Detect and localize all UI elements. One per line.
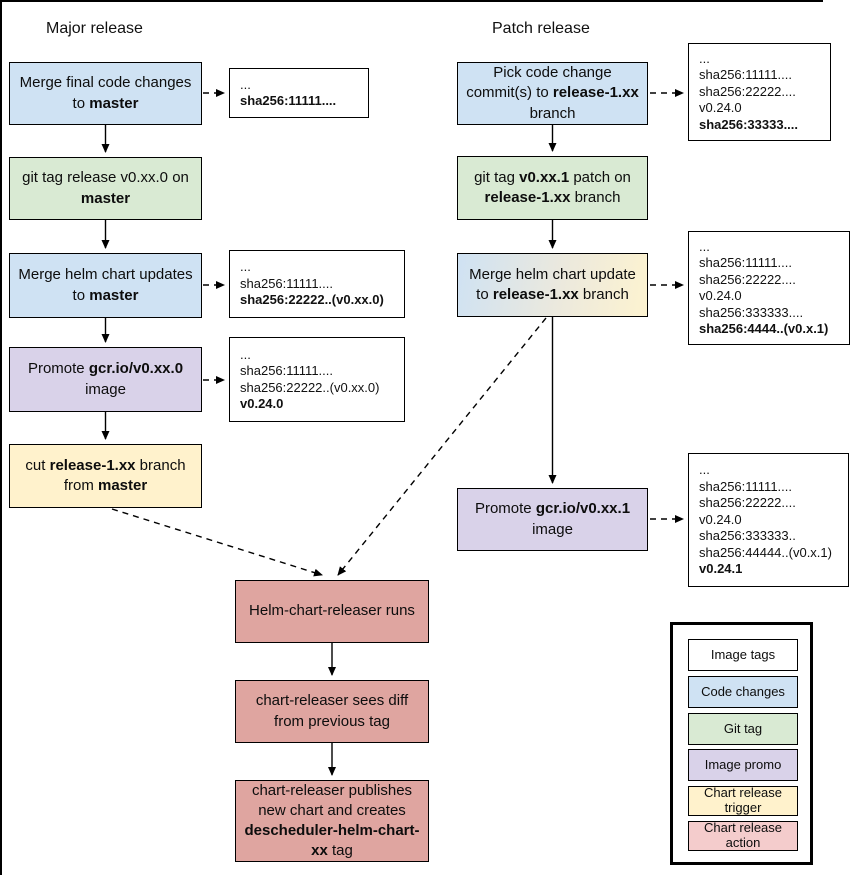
legend-item-chart-release-action: Chart release action xyxy=(688,820,798,851)
legend-item-image-tags: Image tags xyxy=(688,639,798,671)
annotation-patch-helm-tags: ...sha256:11111....sha256:22222....v0.24… xyxy=(688,231,850,345)
node-promote-image-major: Promote gcr.io/v0.xx.0 image xyxy=(9,347,202,412)
node-cut-release-branch: cut release-1.xx branch from master xyxy=(9,444,202,508)
node-merge-final-code: Merge final code changes to master xyxy=(9,62,202,125)
node-git-tag-patch: git tag v0.xx.1 patch on release-1.xx br… xyxy=(457,156,648,220)
arrow-p3-b1 xyxy=(337,317,547,576)
node-chart-releaser-publishes: chart-releaser publishes new chart and c… xyxy=(235,780,429,862)
legend-item-code-changes: Code changes xyxy=(688,676,798,708)
annotation-patch-promo-tags: ...sha256:11111....sha256:22222....v0.24… xyxy=(688,453,849,587)
annotation-patch-code-tags: ...sha256:11111....sha256:22222....v0.24… xyxy=(688,43,831,141)
title-patch-release: Patch release xyxy=(492,20,590,37)
node-promote-image-patch: Promote gcr.io/v0.xx.1 image xyxy=(457,488,648,551)
title-major-release: Major release xyxy=(46,20,143,37)
arrow-a5-b1 xyxy=(111,508,323,577)
image-border-left xyxy=(0,0,2,875)
legend-item-chart-release-trigger: Chart release trigger xyxy=(688,785,798,816)
node-git-tag-major: git tag release v0.xx.0 on master xyxy=(9,157,202,220)
legend-box: Image tags Code changes Git tag Image pr… xyxy=(670,622,813,865)
legend-item-git-tag: Git tag xyxy=(688,713,798,745)
node-chart-releaser-diff: chart-releaser sees diff from previous t… xyxy=(235,680,429,743)
node-merge-helm-release: Merge helm chart update to release-1.xx … xyxy=(457,253,648,317)
image-border-top xyxy=(0,0,823,2)
annotation-major-promo-tags: ...sha256:11111....sha256:22222..(v0.xx.… xyxy=(229,337,405,422)
annotation-major-helm-tags: ...sha256:11111....sha256:22222..(v0.xx.… xyxy=(229,250,405,318)
node-merge-helm-master: Merge helm chart updates to master xyxy=(9,253,202,318)
node-pick-code-change: Pick code change commit(s) to release-1.… xyxy=(457,62,648,125)
legend-item-image-promo: Image promo xyxy=(688,749,798,781)
node-helm-chart-releaser-runs: Helm-chart-releaser runs xyxy=(235,580,429,643)
annotation-major-code-tags: ...sha256:11111.... xyxy=(229,68,369,118)
